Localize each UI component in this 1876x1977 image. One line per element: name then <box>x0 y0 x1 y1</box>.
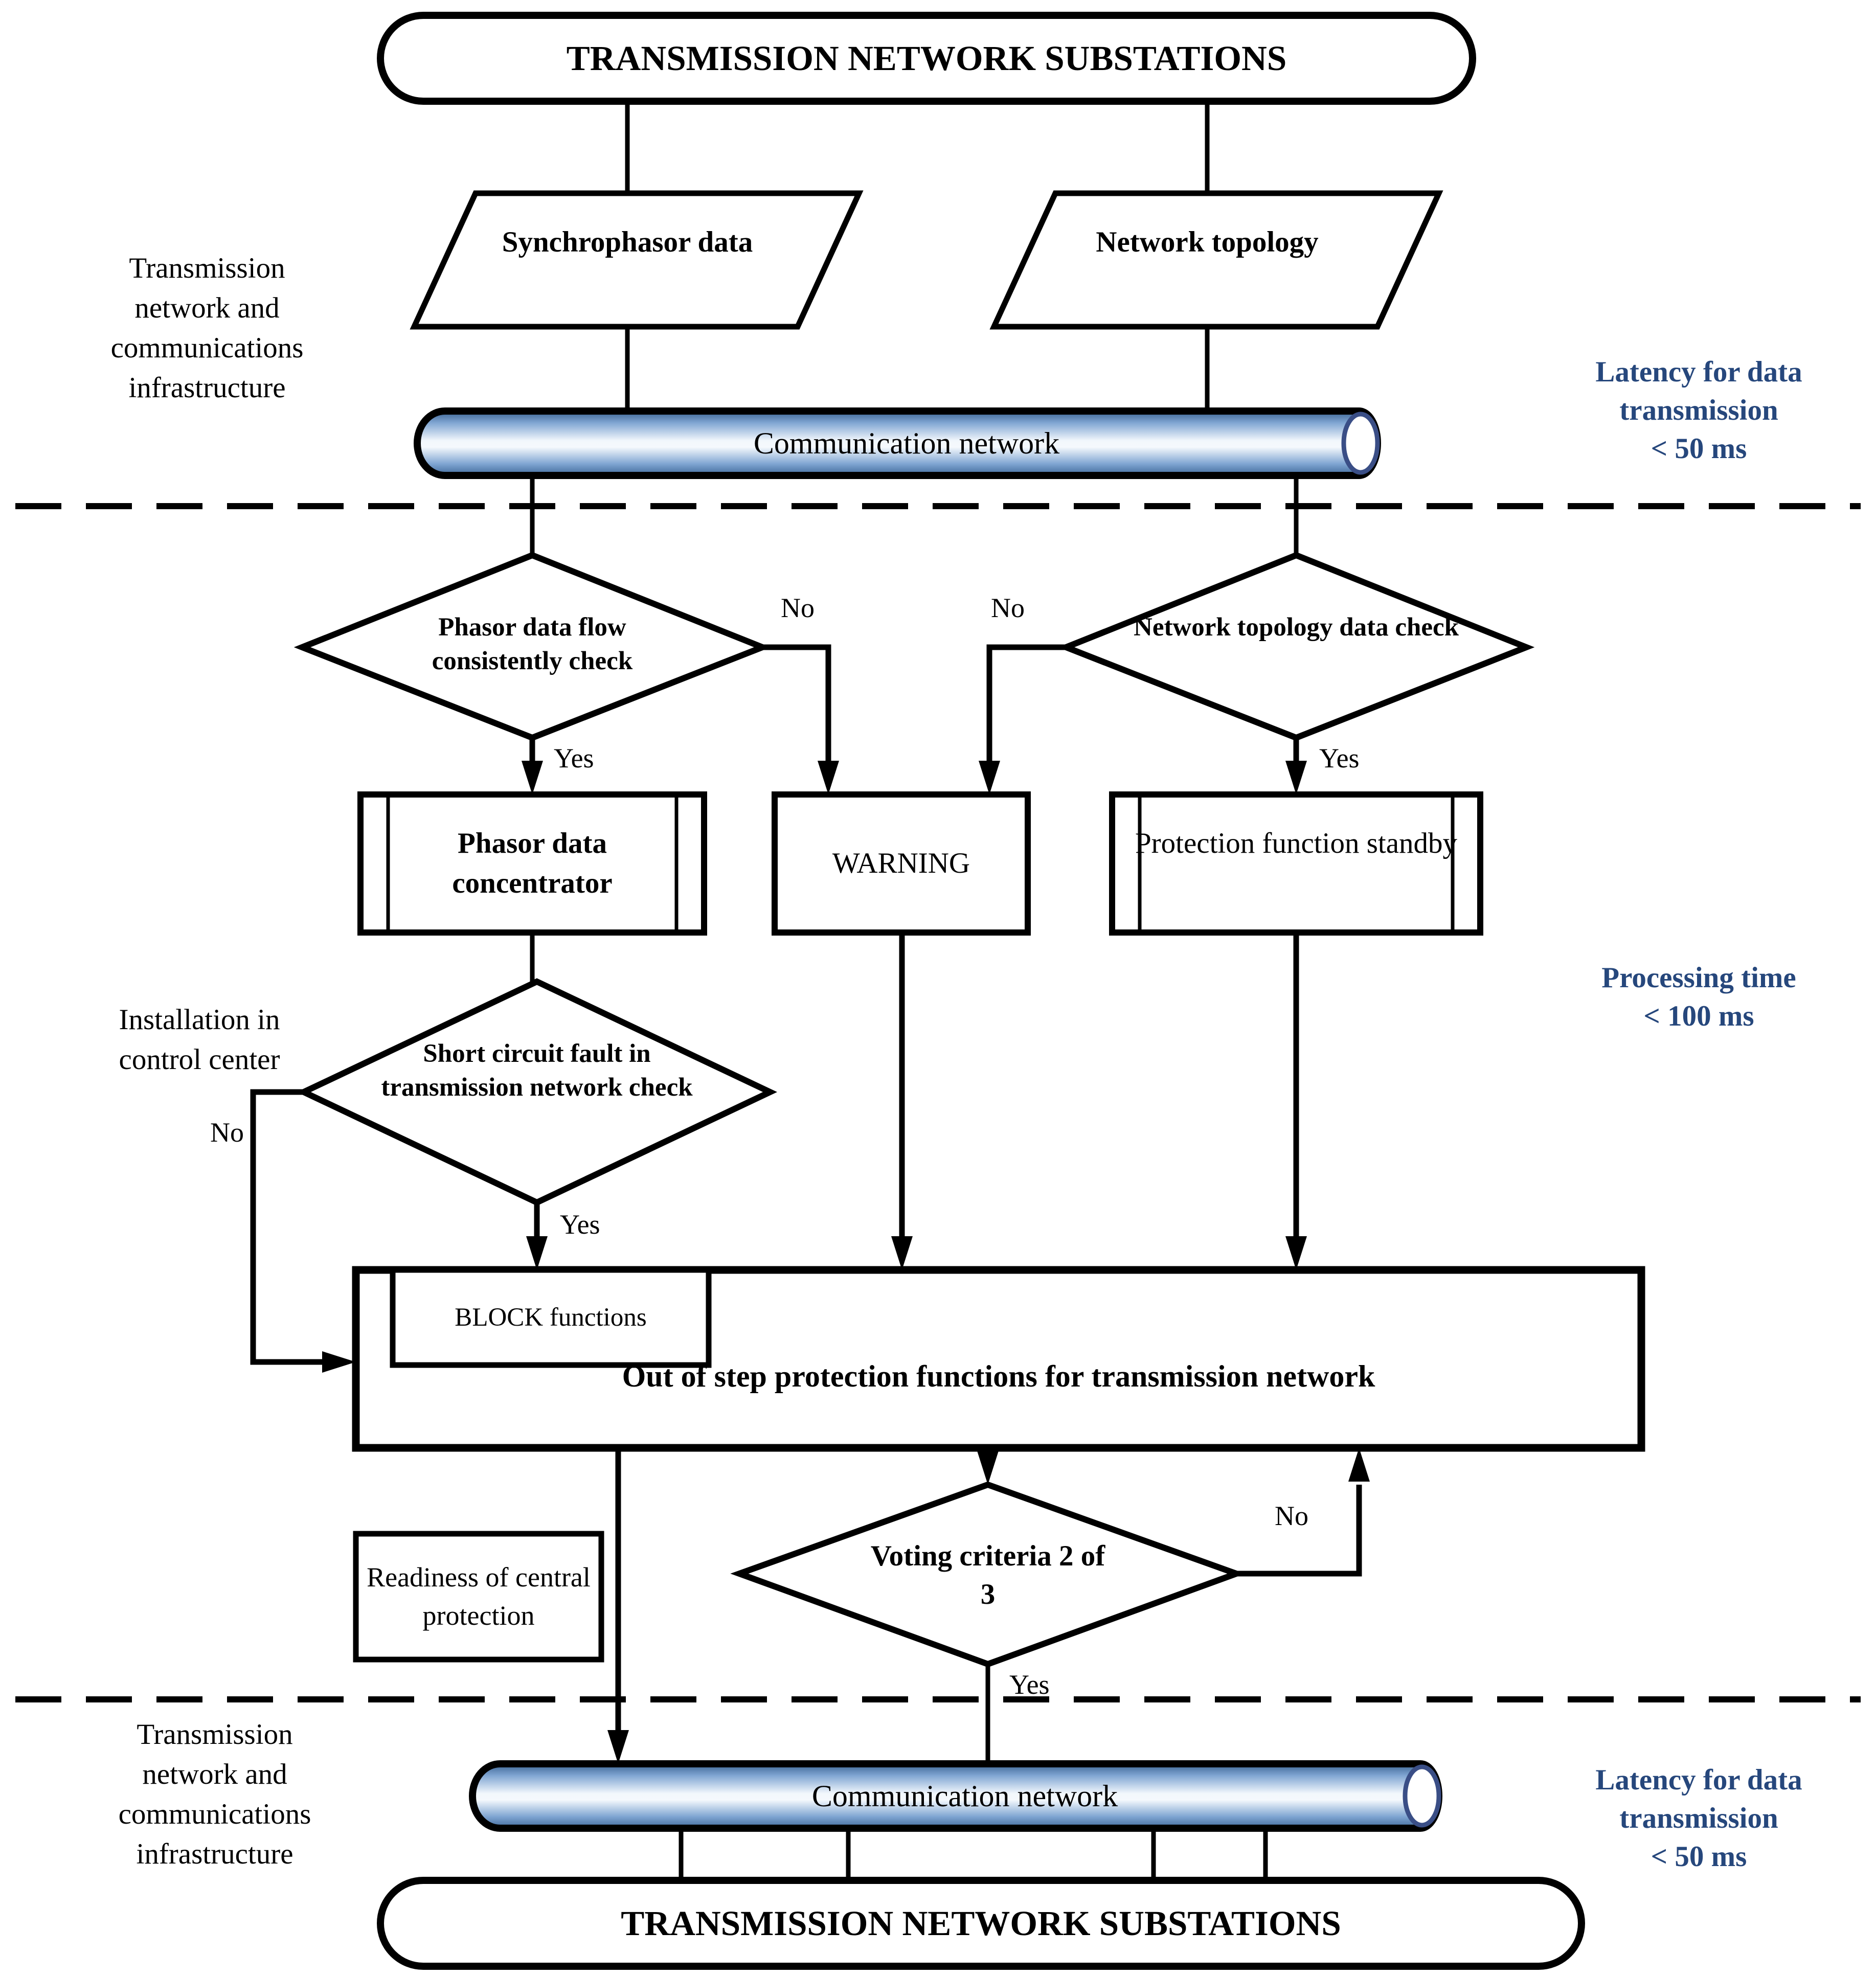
cylinder-comm-top-label: Communication network <box>753 426 1060 460</box>
process-block-functions-label: BLOCK functions <box>455 1303 647 1332</box>
decision-phasor-label: Phasor data flow consistently check <box>432 613 633 675</box>
branch-yes-topology: Yes <box>1319 743 1360 774</box>
install-line: Installation in <box>119 1004 280 1036</box>
terminator-substations-top-label: TRANSMISSION NETWORK SUBSTATIONS <box>566 39 1287 78</box>
arrowheads <box>322 761 1370 1764</box>
decision-voting-label: Voting criteria 2 of 3 <box>870 1540 1105 1610</box>
zone-label-line: network and <box>142 1758 287 1790</box>
arrow-warning-to-outofstep <box>891 1236 913 1270</box>
install-annotation: Installation in control center <box>38 1000 360 1080</box>
decision-voting <box>730 1481 1246 1668</box>
zone-label-line: Transmission <box>137 1718 293 1751</box>
branch-no-voting: No <box>1275 1501 1308 1531</box>
process-readiness-label: Readiness of central protection <box>367 1562 591 1631</box>
zone-label-line: Transmission <box>129 252 285 284</box>
branch-no-short-circuit: No <box>210 1117 244 1148</box>
latency-annotation-bottom: Latency for data transmission < 50 ms <box>1534 1761 1864 1876</box>
terminator-substations-top <box>377 12 1476 105</box>
io-network-topology-label: Network topology <box>1096 226 1319 258</box>
latency-line: < 50 ms <box>1651 1840 1747 1873</box>
process-warning-label: WARNING <box>832 847 970 879</box>
process-readiness-shape <box>353 1531 604 1663</box>
zone-label-line: network and <box>134 292 280 324</box>
arrow-no-to-outofstep-left <box>322 1351 356 1373</box>
arrow-yes-to-outofstep <box>526 1236 548 1270</box>
zone-label-bottom: Transmission network and communications … <box>46 1715 383 1874</box>
arrow-readiness-to-comm <box>607 1730 629 1764</box>
arrow-yes-to-pdc <box>522 761 543 794</box>
latency-line: < 50 ms <box>1651 433 1747 465</box>
process-block-functions-shape <box>390 1267 712 1368</box>
zone-label-line: infrastructure <box>128 372 286 404</box>
terminator-substations-bottom-label: TRANSMISSION NETWORK SUBSTATIONS <box>621 1904 1341 1943</box>
branch-yes-voting: Yes <box>1009 1669 1050 1700</box>
process-pdc-shape <box>357 791 707 936</box>
branch-yes-short-circuit: Yes <box>560 1209 600 1240</box>
latency-line: Latency for data <box>1595 1764 1802 1796</box>
cylinder-endcap-bottom <box>1403 1764 1441 1828</box>
decision-network-topology <box>1057 552 1535 741</box>
branch-no-topology: No <box>991 593 1025 623</box>
arrow-yes-to-pfs <box>1285 761 1307 794</box>
zone-label-line: communications <box>118 1798 311 1830</box>
io-synchrophasor-data <box>410 190 864 330</box>
arrow-outofstep-to-voting <box>977 1451 999 1485</box>
zone-label-line: infrastructure <box>136 1838 293 1870</box>
terminator-substations-bottom <box>377 1877 1585 1970</box>
process-pfs-shape <box>1109 791 1483 936</box>
zone-label-top: Transmission network and communications … <box>38 248 376 408</box>
branch-no-phasor: No <box>781 593 815 623</box>
arrow-no-to-warning-right <box>979 761 1000 794</box>
branch-yes-phasor: Yes <box>554 743 594 774</box>
zone-divider-lines <box>15 503 1861 1702</box>
arrow-pfs-to-outofstep <box>1285 1236 1307 1270</box>
decision-short-circuit-label: Short circuit fault in transmission netw… <box>381 1039 693 1102</box>
processing-line: < 100 ms <box>1643 1000 1754 1032</box>
zone-label-line: communications <box>110 332 304 364</box>
arrow-no-to-warning-left <box>818 761 839 794</box>
io-network-topology <box>989 190 1443 330</box>
processing-line: Processing time <box>1601 962 1796 994</box>
process-warning-shape <box>772 791 1031 936</box>
latency-annotation-top: Latency for data transmission < 50 ms <box>1534 353 1864 468</box>
connector-lines <box>250 101 1362 1880</box>
arrow-votingno-to-outofstep <box>1348 1448 1370 1482</box>
decision-topology-label: Network topology data check <box>1133 613 1459 642</box>
process-pdc-label: Phasor data concentrator <box>452 827 613 899</box>
process-out-of-step-label: Out of step protection functions for tra… <box>622 1359 1375 1393</box>
io-synchrophasor-label: Synchrophasor data <box>502 226 753 258</box>
processing-time-annotation: Processing time < 100 ms <box>1534 959 1864 1035</box>
decision-short-circuit <box>296 978 778 1206</box>
latency-line: transmission <box>1619 394 1778 426</box>
cylinder-endcap-top <box>1341 412 1380 475</box>
process-pfs-label: Protection function standby <box>1135 827 1458 859</box>
cylinder-comm-bottom-label: Communication network <box>811 1779 1118 1813</box>
install-line: control center <box>119 1043 280 1076</box>
decision-phasor-data-flow <box>293 552 771 741</box>
latency-line: transmission <box>1619 1802 1778 1834</box>
latency-line: Latency for data <box>1595 356 1802 388</box>
